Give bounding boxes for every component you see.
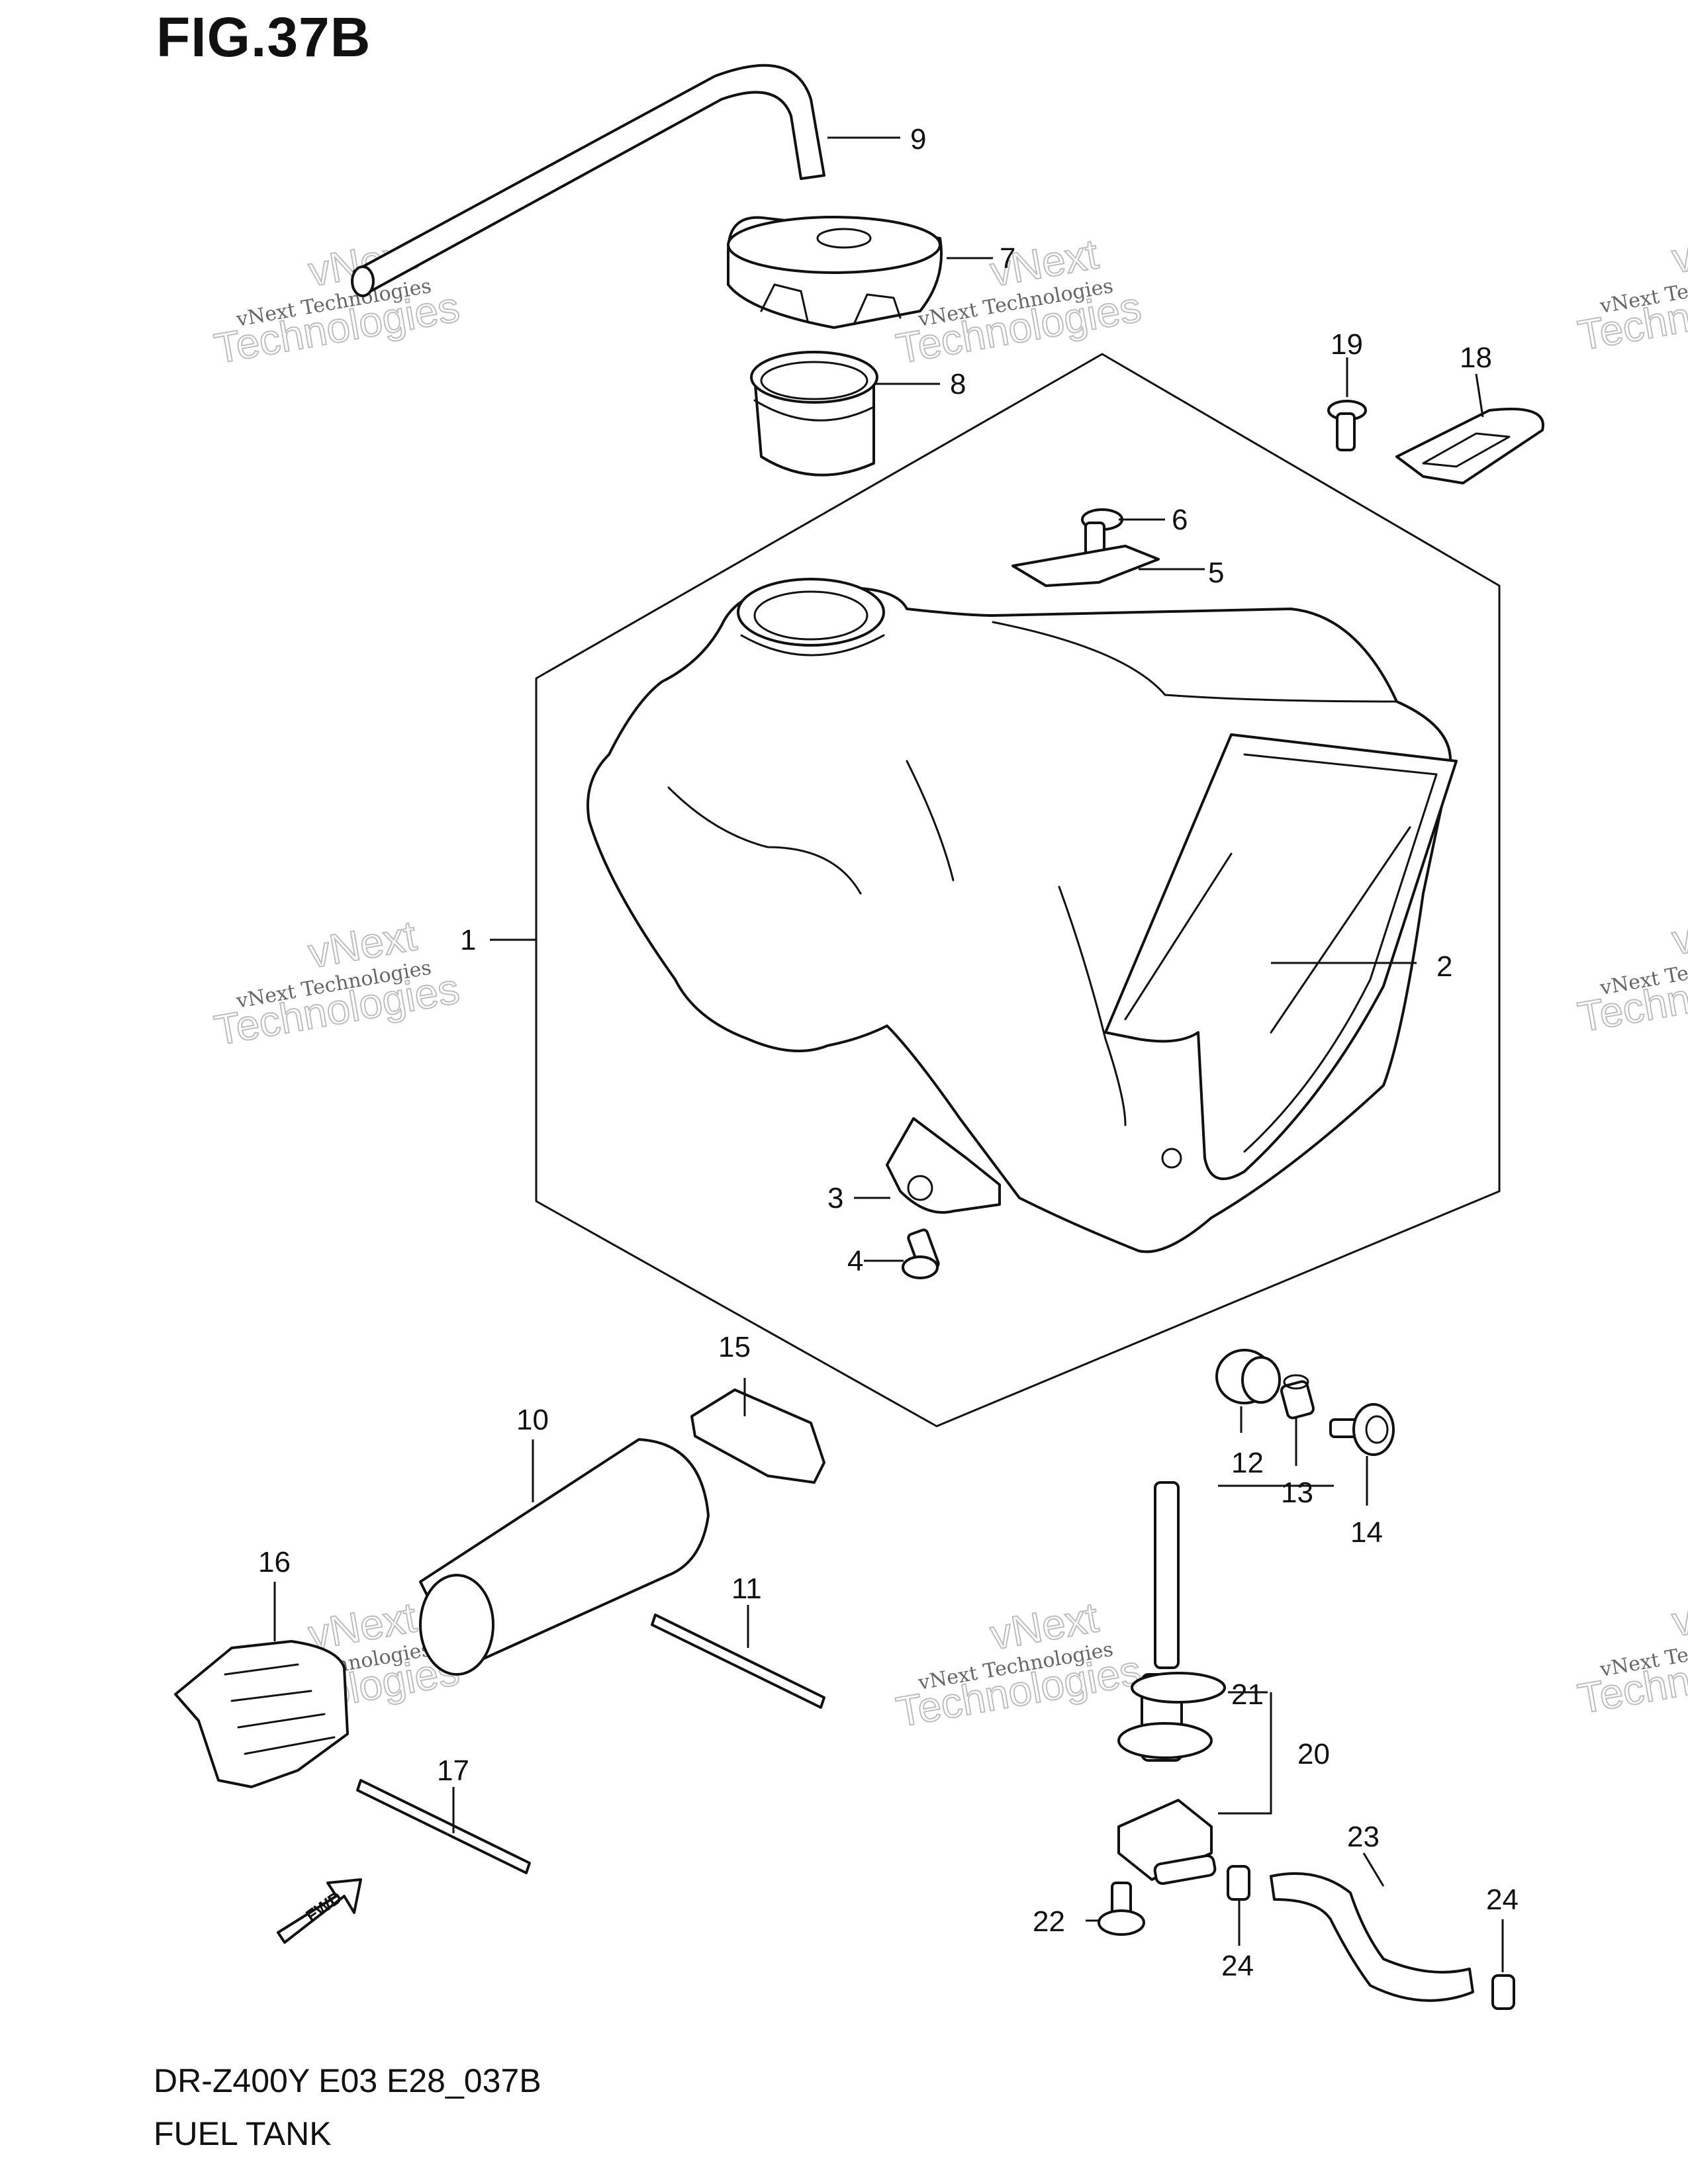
cushion-16-ridges [224,1663,336,1755]
breather-hose [353,64,825,293]
forward-direction-arrow: FWD [277,1878,362,1944]
fuel-cock [1117,1481,1217,1886]
bolt-14 [1329,1403,1395,1456]
callout-19: 19 [1331,328,1363,361]
callout-21: 21 [1231,1678,1264,1711]
callout-17: 17 [437,1754,469,1787]
callout-23: 23 [1347,1821,1380,1853]
callout-1: 1 [460,924,476,956]
svg-text:vNext: vNext [1669,216,1688,282]
callout-11: 11 [731,1572,762,1605]
callout-24b: 24 [1486,1884,1519,1916]
protector-15 [690,1388,825,1484]
assembly-boundary [535,353,1501,1428]
callout-12: 12 [1231,1447,1264,1479]
callout-6: 6 [1172,504,1188,536]
watermark: vNext Technologies vNext Technologies [1574,216,1688,360]
mounting-bracket [886,1117,1001,1214]
o-ring-21 [1131,1672,1226,1704]
watermark: vNext Technologies vNext Technologies [1574,1579,1688,1723]
screw-19 [1327,400,1367,451]
callout-22: 22 [1033,1905,1065,1938]
bolt-4 [902,1228,940,1279]
bolt-6 [1081,508,1123,557]
callout-14: 14 [1350,1516,1383,1549]
fuel-cap [727,216,943,329]
tank-bracket [1011,545,1160,587]
band-11 [651,1614,825,1709]
breather-hose-end [351,265,375,297]
watermark: vNext Technologies vNext Technologies [1574,897,1688,1042]
svg-text:vNext: vNext [1669,898,1688,964]
callout-4: 4 [847,1245,863,1277]
callout-2: 2 [1436,950,1452,983]
cushion-tube [419,1438,710,1676]
band-17 [356,1779,531,1874]
clamp-24b [1491,1974,1515,2010]
model-code: DR-Z400Y E03 E28_037B [154,2062,541,2099]
collar-13 [1280,1374,1315,1420]
fuel-hose-23 [1270,1872,1474,2002]
callout-24a: 24 [1221,1950,1254,1982]
mounting-bracket-hole [907,1175,933,1201]
callout-15: 15 [718,1331,751,1363]
callout-20: 20 [1297,1738,1330,1770]
cushion-16 [174,1640,349,1788]
callout-16: 16 [258,1546,291,1578]
callout-18: 18 [1460,341,1492,374]
watermark: vNext Technologies vNext Technologies [211,911,463,1055]
callout-labels: 9 7 8 19 18 6 5 1 2 3 4 15 10 12 13 14 1… [258,123,1519,1982]
figure-title: FIG.37B [156,6,371,68]
clamp-24a [1227,1865,1250,1901]
callout-13: 13 [1281,1477,1313,1509]
tank-frame-plate [1104,733,1458,1181]
callout-7: 7 [1000,242,1015,275]
section-name: FUEL TANK [154,2115,332,2152]
screw-22 [1098,1882,1145,1936]
callout-3: 3 [827,1182,843,1214]
svg-text:vNext: vNext [1669,1580,1688,1645]
tank-strap-hook [1395,408,1544,484]
tank-strap-hook-slot [1422,432,1511,468]
callout-10: 10 [516,1404,549,1436]
leader-lines [273,136,1504,1972]
grommet-12 [1215,1349,1281,1404]
callout-9: 9 [910,123,926,156]
callout-5: 5 [1208,557,1224,589]
watermark: vNext Technologies vNext Technologies [892,1592,1145,1737]
callout-8: 8 [950,368,966,400]
filler-neck-ring [750,351,878,477]
